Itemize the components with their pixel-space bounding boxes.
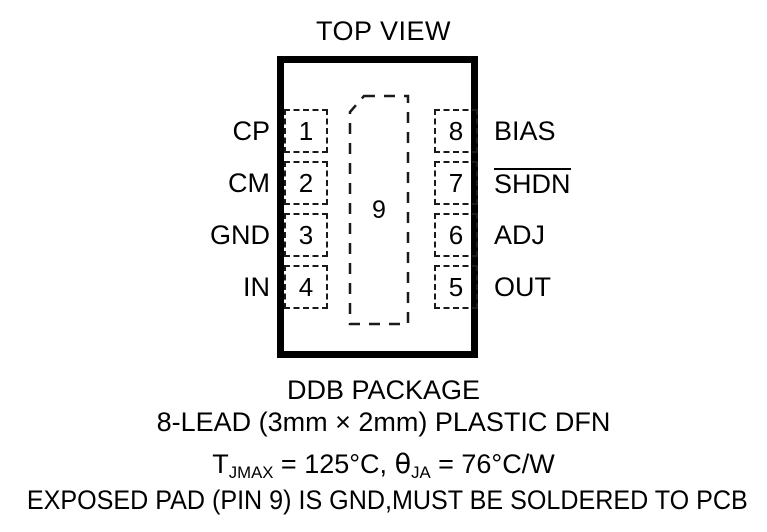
- tjmax-value: = 125°C,: [273, 449, 388, 479]
- pin-pad-6: 6: [434, 213, 478, 257]
- exposed-pad-pin-9: 9: [348, 94, 410, 326]
- package-description-caption: 8-LEAD (3mm × 2mm) PLASTIC DFN: [156, 407, 611, 437]
- theta-subscript: JA: [411, 462, 431, 482]
- package-name-caption: DDB PACKAGE: [286, 375, 481, 405]
- tjmax-subscript: JMAX: [228, 462, 274, 482]
- pin-label-in: IN: [243, 271, 270, 302]
- pin-label-cm: CM: [228, 167, 270, 198]
- exposed-pad-number: 9: [372, 195, 386, 224]
- pin-pad-4: 4: [284, 265, 328, 309]
- pin-pad-1: 1: [284, 109, 328, 153]
- pin-pad-8: 8: [434, 109, 478, 153]
- pin-pad-7: 7: [434, 161, 478, 205]
- tjmax-symbol: T: [212, 449, 229, 479]
- pin-pad-2: 2: [284, 161, 328, 205]
- pin-label-shdn: SHDN: [494, 168, 571, 199]
- pin-label-shdn-wrapper: SHDN: [494, 161, 571, 205]
- pin-label-cp: CP: [232, 115, 270, 146]
- pin-label-adj: ADJ: [494, 219, 546, 250]
- theta-symbol: θ: [394, 449, 412, 480]
- theta-value: = 76°C/W: [430, 449, 555, 479]
- pin-pad-5: 5: [434, 265, 478, 309]
- exposed-pad-note-caption: EXPOSED PAD (PIN 9) IS GND,MUST BE SOLDE…: [26, 485, 748, 515]
- thermal-spec-caption: TJMAX = 125°C, θJA = 76°C/W: [0, 449, 767, 482]
- pin-label-out: OUT: [494, 271, 551, 302]
- pin-label-bias: BIAS: [494, 115, 556, 146]
- pin-pad-3: 3: [284, 213, 328, 257]
- pin-label-gnd: GND: [210, 219, 270, 250]
- exposed-pad-outline-icon: [348, 94, 410, 326]
- page-title: TOP VIEW: [315, 16, 452, 46]
